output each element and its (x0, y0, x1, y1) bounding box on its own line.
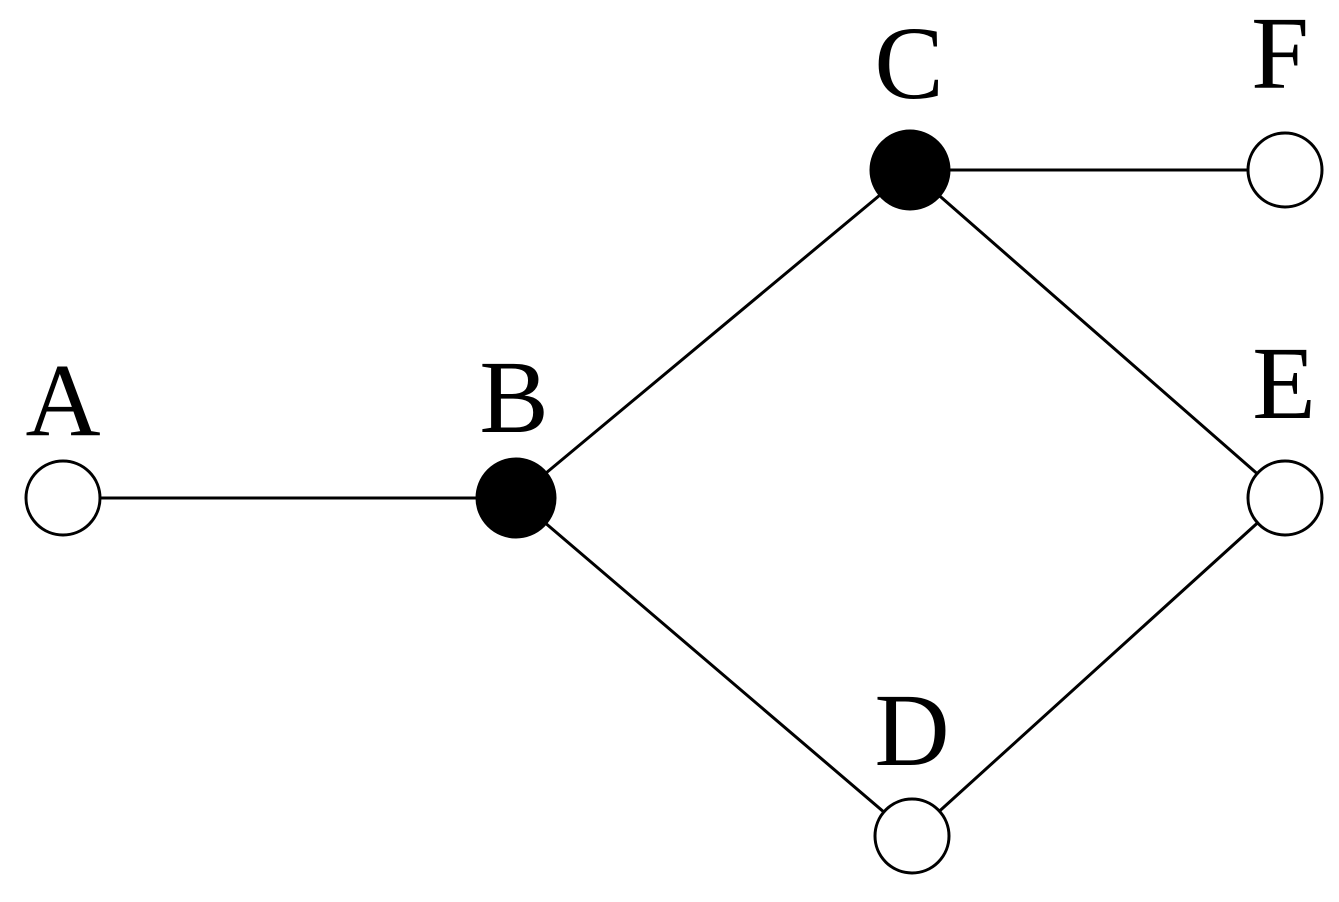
node-label-a: A (25, 343, 100, 458)
nodes-layer (24, 129, 1324, 875)
node-label-b: B (479, 340, 548, 455)
node-d (873, 797, 951, 875)
node-label-c: C (874, 6, 943, 121)
node-label-f: F (1251, 0, 1309, 111)
edge-b-d (514, 496, 914, 838)
edge-b-c (514, 168, 912, 500)
node-c (869, 129, 951, 211)
node-b (475, 457, 557, 539)
node-e (1246, 459, 1324, 537)
node-label-d: D (874, 673, 949, 788)
labels-layer: A B C D E F (25, 0, 1315, 788)
edges-layer (61, 168, 1287, 838)
node-a (24, 459, 102, 537)
edge-c-e (908, 168, 1287, 500)
edge-d-e (910, 496, 1287, 838)
node-f (1246, 131, 1324, 209)
node-label-e: E (1252, 326, 1316, 441)
